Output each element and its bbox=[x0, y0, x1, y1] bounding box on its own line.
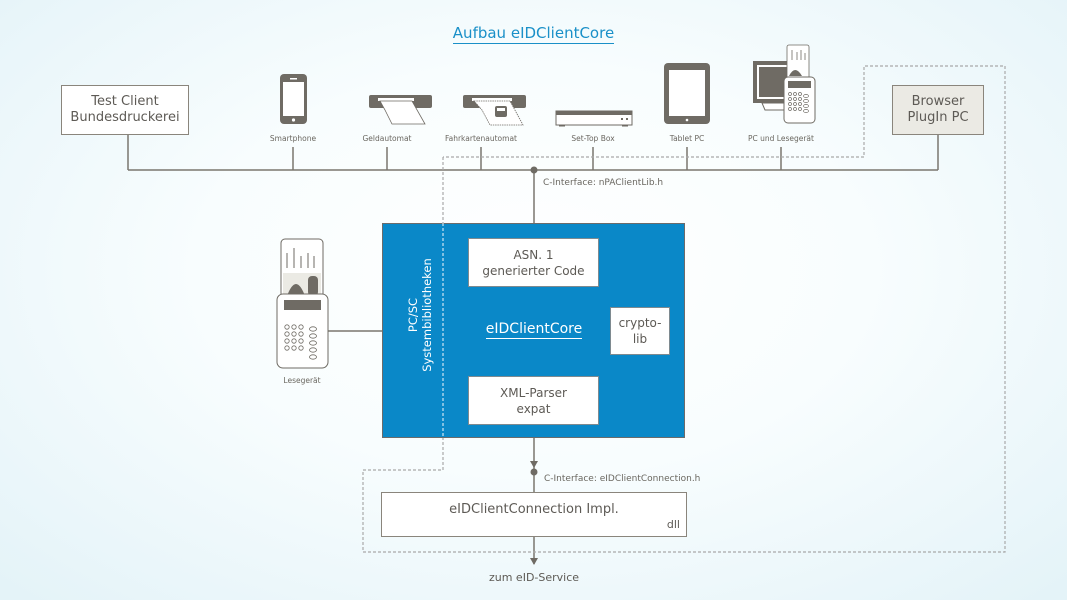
browser-plugin-boundary bbox=[362, 65, 1006, 553]
boundary-dash-inside bbox=[442, 223, 444, 438]
cryptolib-box: crypto-lib bbox=[610, 307, 670, 355]
device-label-atm: Geldautomat bbox=[362, 134, 412, 143]
eid-service-label: zum eID-Service bbox=[488, 571, 580, 584]
device-label-pc-reader: PC und Lesegerät bbox=[748, 134, 814, 143]
client-connection-box: eIDClientConnection Impl. dll bbox=[381, 492, 687, 537]
diagram-title: Aufbau eIDClientCore bbox=[452, 24, 615, 44]
eidclientcore-label: eIDClientCore bbox=[485, 321, 583, 339]
client-connection-label: eIDClientConnection Impl. bbox=[449, 502, 619, 517]
arrow-down-icon bbox=[530, 558, 538, 565]
atm-icon bbox=[369, 95, 432, 125]
eidclientcore-label-wrap: eIDClientCore bbox=[470, 318, 598, 339]
pcsc-label-wrap: PC/SC Systembibliotheken bbox=[355, 258, 485, 372]
device-label-smartphone: Smartphone bbox=[269, 134, 317, 143]
ticket-machine-icon bbox=[463, 95, 526, 126]
bus-junction-dot bbox=[530, 166, 538, 174]
pc-card-reader-icon bbox=[753, 44, 816, 124]
smartphone-icon bbox=[280, 74, 307, 124]
set-top-box-icon bbox=[555, 110, 633, 127]
bottom-interface-dot bbox=[530, 468, 538, 476]
dll-tag: dll bbox=[666, 518, 680, 531]
device-label-tablet: Tablet PC bbox=[669, 134, 705, 143]
arrow-down-icon bbox=[530, 461, 538, 468]
bottom-interface-label: C-Interface: eIDClientConnection.h bbox=[544, 474, 701, 484]
device-label-set-top-box: Set-Top Box bbox=[571, 134, 615, 143]
tablet-icon bbox=[664, 63, 710, 124]
device-label-ticket-machine: Fahrkartenautomat bbox=[445, 134, 517, 143]
card-reader-icon bbox=[276, 238, 329, 369]
top-interface-label: C-Interface: nPAClientLib.h bbox=[543, 178, 664, 188]
device-label-card-reader: Lesegerät bbox=[283, 376, 321, 385]
pcsc-label: PC/SC Systembibliotheken bbox=[406, 258, 434, 372]
